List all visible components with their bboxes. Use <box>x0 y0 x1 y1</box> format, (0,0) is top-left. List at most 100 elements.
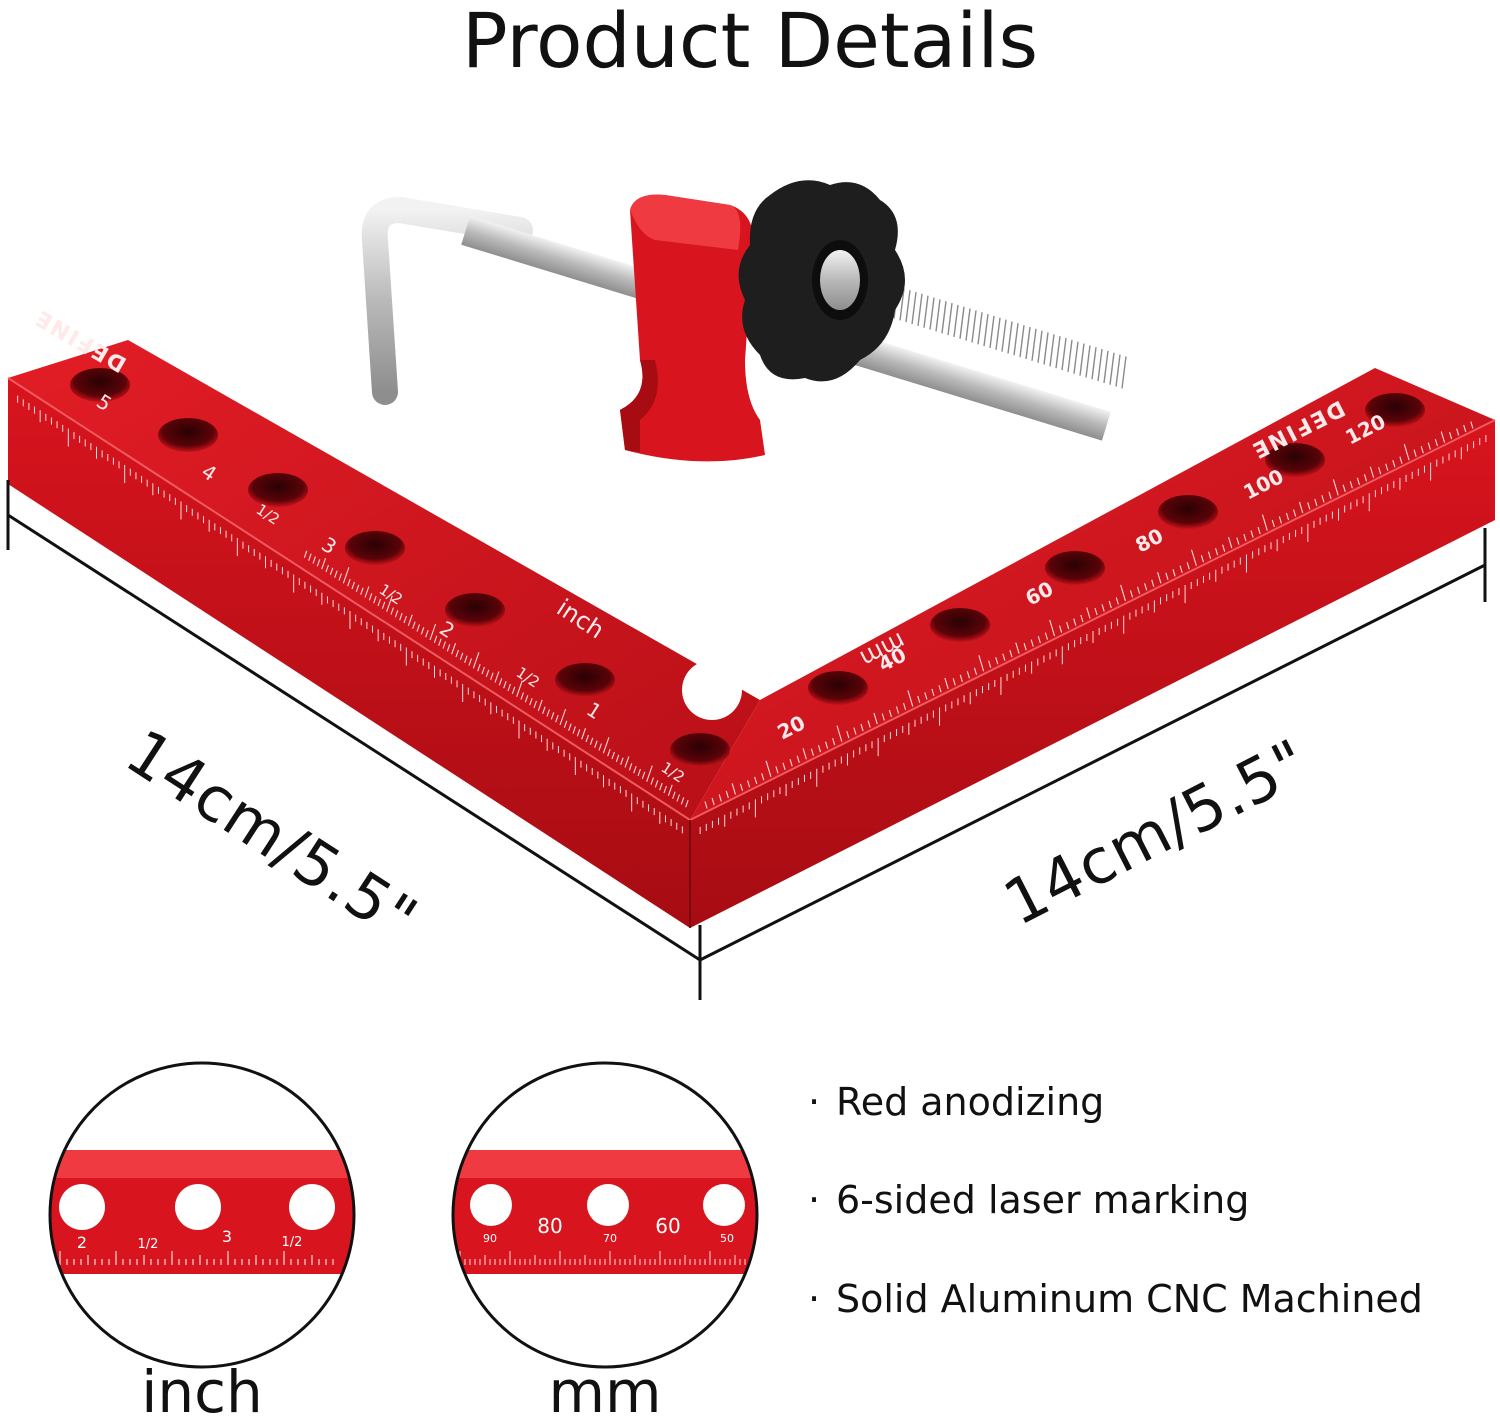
inch-detail-circle: 2 1/2 3 1/2 <box>48 1061 356 1369</box>
ruler-tick <box>1086 607 1091 619</box>
ruler-tick <box>966 671 970 679</box>
ruler-tick <box>533 700 537 709</box>
thread-line <box>905 290 911 323</box>
ruler-tick <box>1456 428 1460 436</box>
ruler-tick <box>907 690 914 707</box>
ruler-tick <box>503 680 507 689</box>
clamp <box>361 180 1127 462</box>
ruler-tick <box>459 652 464 661</box>
ruler-tick <box>347 578 351 587</box>
ruler-tick <box>867 720 871 728</box>
ruler-tick <box>1044 632 1048 640</box>
ruler-tick <box>1399 456 1403 464</box>
thread-line <box>935 299 941 332</box>
ruler-tick <box>978 655 985 672</box>
thread-line <box>911 291 917 325</box>
ruler-tick <box>802 748 807 760</box>
thread-line <box>917 293 923 326</box>
ruler-tick <box>542 706 546 714</box>
feature-item: ·6-sided laser marking <box>808 1178 1249 1222</box>
ruler-tick <box>576 729 581 737</box>
right-arm-top-face <box>690 368 1495 820</box>
ruler-tick <box>1392 460 1396 468</box>
feature-item: ·Red anodizing <box>808 1080 1104 1124</box>
ruler-tick <box>718 794 722 802</box>
ruler-tick <box>360 587 364 595</box>
thread-line <box>959 306 965 339</box>
ruler-tick <box>1002 653 1006 661</box>
hole <box>70 368 130 402</box>
thread-line <box>1001 319 1007 352</box>
ruler-tick <box>1186 562 1190 570</box>
ruler-tick <box>1243 533 1247 542</box>
ruler-tick <box>1257 526 1261 535</box>
ruler-tick <box>394 610 399 618</box>
ruler-tick <box>1151 579 1155 587</box>
ruler-tick <box>490 672 494 680</box>
thread-line <box>983 314 989 347</box>
ruler-tick <box>1009 650 1013 658</box>
ruler-tick <box>676 794 680 802</box>
ruler-tick <box>641 771 646 780</box>
ruler-tick <box>782 762 786 770</box>
ruler-tick <box>451 642 457 655</box>
ruler-tick <box>685 799 689 808</box>
ruler-tick <box>1172 569 1176 577</box>
mm-caption: mm <box>548 1358 662 1426</box>
left-arm-side-face <box>8 378 690 928</box>
thread-line <box>989 315 995 349</box>
hole <box>345 531 405 565</box>
ruler-tick <box>312 556 316 564</box>
ruler-tick <box>775 766 779 774</box>
ruler-tick <box>888 709 892 718</box>
ruler-tick <box>429 623 437 641</box>
ruler-tick <box>581 727 587 740</box>
hole <box>158 418 218 452</box>
thread-line <box>1067 339 1073 372</box>
ruler-tick <box>477 663 481 672</box>
ruler-tick <box>1271 519 1275 528</box>
thread-line <box>1121 356 1127 389</box>
ruler-tick <box>1332 479 1339 496</box>
ruler-tick <box>881 713 885 721</box>
thread-line <box>929 297 935 330</box>
thread-line <box>1085 345 1091 378</box>
thread-line <box>1103 350 1109 384</box>
dimension-lines <box>6 480 1487 1000</box>
ruler-tick <box>381 601 386 610</box>
ruler-tick <box>765 760 772 777</box>
ruler-tick <box>1420 445 1424 454</box>
ruler-tick <box>455 649 459 658</box>
ruler-tick <box>364 586 370 598</box>
detail-tick-label: 60 <box>655 1214 680 1238</box>
hole <box>670 733 730 767</box>
detail-tick-label: 3 <box>222 1227 232 1246</box>
hole <box>808 671 868 705</box>
ruler-tick <box>594 740 598 748</box>
hole <box>1045 551 1105 585</box>
ruler-tick <box>407 614 413 627</box>
ruler-tick <box>1293 509 1297 517</box>
ruler-tick <box>1307 502 1311 510</box>
bullet-icon: · <box>808 1277 821 1321</box>
ruler-tick <box>442 641 446 649</box>
ruler-tick <box>589 737 594 746</box>
page-title: Product Details <box>461 0 1039 85</box>
corner-square: DEFINE DEFINE inch mm 541/231/221/211/2 … <box>7 304 1496 928</box>
ruler-tick <box>895 706 900 714</box>
ruler-tick <box>1250 530 1254 538</box>
thread-line <box>1037 330 1043 363</box>
ruler-tick <box>1285 512 1290 521</box>
ruler-tick <box>420 627 425 635</box>
thread-line <box>1109 352 1115 385</box>
ruler-tick <box>472 652 480 669</box>
ruler-tick <box>1200 555 1204 563</box>
hole <box>248 473 308 507</box>
ruler-tick <box>654 780 659 788</box>
ruler-tick <box>425 629 429 638</box>
ruler-tick <box>739 783 744 792</box>
ruler-tick <box>944 677 949 690</box>
ruler-tick <box>1157 572 1162 584</box>
ruler-tick <box>663 785 667 794</box>
ruler-tick <box>1440 431 1446 443</box>
